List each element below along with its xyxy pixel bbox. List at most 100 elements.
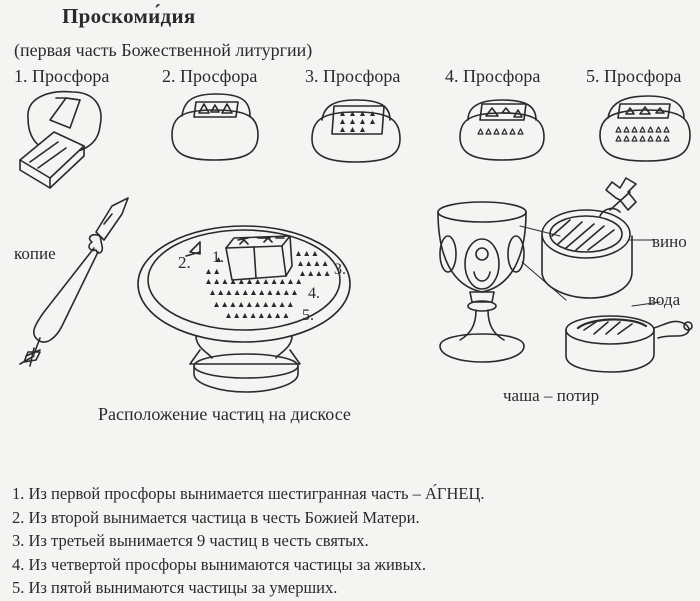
particle-triangle (316, 271, 322, 276)
particle-triangle (306, 261, 312, 266)
particle-triangle (656, 127, 661, 132)
particle-triangle (259, 290, 265, 295)
step-4: 4. Из четвертой просфоры вынимаются част… (12, 554, 427, 574)
particle-triangle (288, 279, 293, 284)
particle-triangle (656, 136, 661, 141)
particle-triangle (648, 136, 653, 141)
particle-triangle (340, 111, 345, 116)
particle-triangle (502, 129, 507, 134)
particle-triangle (360, 119, 365, 124)
particle-triangle (296, 251, 301, 256)
prosphora-3-label: 3. Просфора (305, 66, 401, 86)
particle-triangle (350, 111, 355, 116)
prosphora-4-label: 4. Просфора (445, 66, 541, 86)
diskos-num-2: 2. (178, 253, 191, 272)
particle-triangle (238, 279, 244, 284)
particle-triangle (279, 302, 285, 307)
prosphora-3-drawing (312, 100, 400, 162)
particle-triangle (340, 127, 345, 132)
particle-triangle (267, 313, 272, 318)
prosphora-1-label: 1. Просфора (14, 66, 110, 86)
water-vessel-drawing (566, 316, 692, 372)
chasha-label: чаша – потир (503, 386, 600, 405)
particle-triangle (616, 127, 621, 132)
particle-triangle (624, 127, 629, 132)
steps-list: 1. Из первой просфоры вынимается шестигр… (12, 482, 485, 600)
particle-triangle (206, 279, 211, 284)
particle-triangle (234, 313, 240, 318)
particle-triangle (247, 279, 252, 284)
diskos-num-5: 5. (302, 307, 314, 324)
diskos-drawing (138, 226, 350, 392)
particle-triangle (275, 313, 281, 318)
particle-triangle (263, 279, 269, 284)
page-title: Проскоми́дия (62, 4, 196, 28)
particle-triangle (370, 111, 375, 116)
diskos-num-1: 1. (212, 249, 224, 266)
particle-triangle (214, 279, 220, 284)
particle-triangle (518, 129, 523, 134)
particle-triangle (350, 127, 355, 132)
particle-triangle (304, 251, 310, 256)
particle-triangle (296, 279, 302, 284)
particle-triangle (283, 290, 289, 295)
prosphora-5-particles (616, 127, 669, 141)
page-subtitle: (первая часть Божественной литургии) (14, 40, 313, 60)
step-2: 2. Из второй вынимается частица в честь … (12, 507, 420, 527)
step-3: 3. Из третьей вынимается 9 частиц в чест… (12, 531, 369, 550)
particle-triangle (267, 290, 273, 295)
particle-triangle (255, 302, 260, 307)
prosphora-3-particles (340, 111, 375, 132)
prosphora-4-drawing (460, 100, 544, 160)
particle-triangle (494, 129, 499, 134)
particle-triangle (230, 279, 236, 284)
particle-triangle (300, 271, 305, 276)
particle-triangle (242, 290, 248, 295)
kopie-spear-icon (20, 198, 128, 366)
diskos-particles (206, 251, 330, 318)
particle-triangle (510, 129, 515, 134)
particle-triangle (314, 261, 320, 266)
particle-triangle (360, 127, 365, 132)
particle-triangle (298, 261, 303, 266)
voda-pointer (632, 302, 660, 306)
particle-triangle (214, 302, 219, 307)
particle-triangle (263, 302, 269, 307)
voda-label: вода (648, 290, 681, 309)
particle-triangle (222, 302, 228, 307)
prosphora-4-particles (478, 129, 523, 134)
particle-triangle (664, 136, 669, 141)
particle-triangle (250, 313, 256, 318)
particle-triangle (287, 302, 293, 307)
vino-label: вино (652, 232, 687, 251)
prosphora-1-drawing (20, 92, 101, 188)
particle-triangle (255, 279, 261, 284)
particle-triangle (271, 302, 277, 307)
particle-triangle (370, 119, 375, 124)
particle-triangle (632, 127, 637, 132)
particle-triangle (230, 302, 236, 307)
particle-triangle (206, 269, 211, 274)
particle-triangle (246, 302, 252, 307)
particle-triangle (214, 269, 220, 274)
particle-triangle (251, 290, 256, 295)
kopie-label: копие (14, 244, 56, 263)
particle-triangle (283, 313, 289, 318)
particle-triangle (478, 129, 483, 134)
wine-vessel-drawing (542, 178, 636, 298)
particle-triangle (350, 119, 355, 124)
particle-triangle (226, 290, 232, 295)
diskos-caption: Расположение частиц на дискосе (98, 404, 351, 424)
particle-triangle (340, 119, 345, 124)
particle-triangle (322, 261, 328, 266)
step-1: 1. Из первой просфоры вынимается шестигр… (12, 484, 485, 503)
particle-triangle (271, 279, 277, 284)
particle-triangle (308, 271, 314, 276)
chalice-drawing (438, 202, 526, 362)
particle-triangle (292, 290, 297, 295)
particle-triangle (360, 111, 365, 116)
prosphora-5-label: 5. Просфора (586, 66, 682, 86)
prosphora-2-label: 2. Просфора (162, 66, 258, 86)
particle-triangle (312, 251, 318, 256)
